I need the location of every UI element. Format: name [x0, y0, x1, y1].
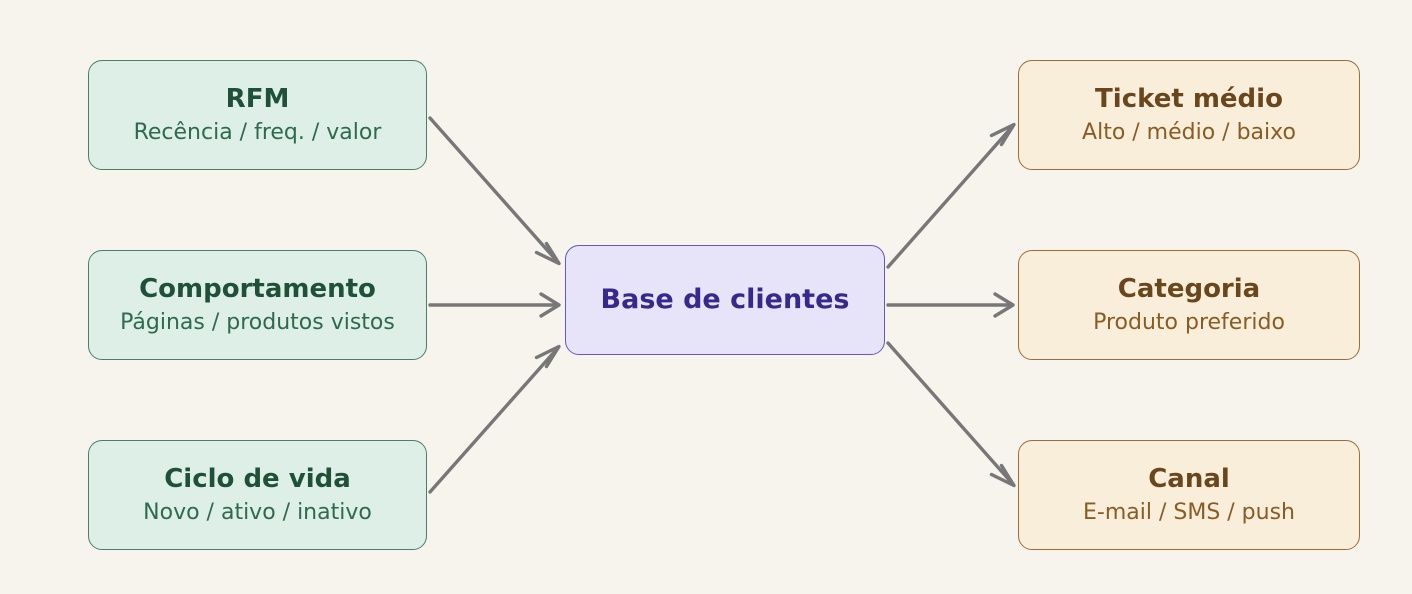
node-canal-subtitle: E-mail / SMS / push [1083, 499, 1295, 525]
node-ciclo-de-vida-subtitle: Novo / ativo / inativo [143, 499, 372, 525]
node-rfm-title: RFM [225, 83, 290, 114]
node-categoria-title: Categoria [1117, 273, 1261, 304]
node-base-de-clientes-title: Base de clientes [600, 284, 850, 316]
node-ciclo-de-vida[interactable]: Ciclo de vida Novo / ativo / inativo [88, 440, 427, 550]
node-comportamento[interactable]: Comportamento Páginas / produtos vistos [88, 250, 427, 360]
node-ciclo-de-vida-title: Ciclo de vida [164, 463, 351, 494]
node-categoria[interactable]: Categoria Produto preferido [1018, 250, 1360, 360]
node-rfm-subtitle: Recência / freq. / valor [133, 119, 382, 145]
node-canal-title: Canal [1148, 463, 1230, 494]
arrow-ciclo-to-center [428, 344, 561, 494]
node-ticket-medio-title: Ticket médio [1095, 83, 1283, 114]
node-comportamento-title: Comportamento [139, 273, 376, 304]
node-base-de-clientes[interactable]: Base de clientes [565, 245, 885, 355]
node-categoria-subtitle: Produto preferido [1093, 309, 1285, 335]
node-comportamento-subtitle: Páginas / produtos vistos [120, 309, 395, 335]
node-ticket-medio[interactable]: Ticket médio Alto / médio / baixo [1018, 60, 1360, 170]
arrow-center-to-ticket [886, 122, 1016, 269]
node-canal[interactable]: Canal E-mail / SMS / push [1018, 440, 1360, 550]
arrow-center-to-categoria [886, 292, 1015, 318]
arrow-center-to-canal [886, 341, 1016, 488]
arrow-comportamento-to-center [428, 292, 561, 318]
arrow-rfm-to-center [428, 116, 561, 266]
node-ticket-medio-subtitle: Alto / médio / baixo [1082, 119, 1296, 145]
node-rfm[interactable]: RFM Recência / freq. / valor [88, 60, 427, 170]
